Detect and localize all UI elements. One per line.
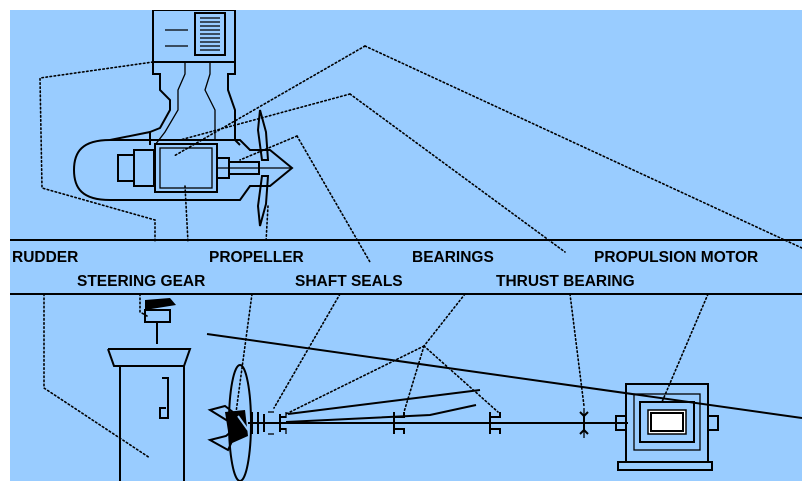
label-rudder: RUDDER <box>12 249 78 266</box>
leader-bearings-stem <box>423 293 466 347</box>
label-steering-gear: STEERING GEAR <box>77 273 205 290</box>
leader-shaft-seals-top <box>296 135 371 263</box>
shaft-bearing-2 <box>393 412 405 434</box>
leader-thrust-to-pod <box>179 93 351 141</box>
label-bearings: BEARINGS <box>412 249 494 266</box>
label-band-frame <box>10 239 802 295</box>
leader-lines <box>39 45 802 459</box>
pod-propeller <box>256 109 270 227</box>
propulsion-motor-unit <box>615 383 719 471</box>
label-thrust-bearing: THRUST BEARING <box>496 273 635 290</box>
shaft-bearing-3 <box>489 412 501 434</box>
leader-bearings-2 <box>403 345 425 413</box>
leader-propulsion-motor-bottom <box>661 293 709 403</box>
bottom-shaft-seals <box>251 411 274 435</box>
leader-propulsion-motor-top <box>364 45 802 249</box>
leader-propeller-bottom <box>234 293 253 421</box>
leader-bearings-3 <box>423 345 499 413</box>
bottom-rudder <box>107 348 192 481</box>
stern-hull-lines <box>206 333 802 423</box>
leader-motor-to-pod <box>173 45 366 157</box>
leader-thrust-bearing-top <box>349 93 566 253</box>
label-propeller: PROPELLER <box>209 249 304 266</box>
bottom-steering-gear <box>144 298 176 344</box>
leader-rudder-bottom <box>43 293 151 459</box>
label-propulsion-motor: PROPULSION MOTOR <box>594 249 758 266</box>
pod-body <box>72 139 294 201</box>
conventional-shaftline-drawing <box>107 298 802 481</box>
label-shaft-seals: SHAFT SEALS <box>295 273 403 290</box>
pod-propulsor-drawing <box>72 10 294 227</box>
ship-propulsion-diagram: RUDDER PROPELLER BEARINGS PROPULSION MOT… <box>10 10 802 481</box>
pod-steering-housing <box>152 10 236 63</box>
leader-pod-lower <box>184 185 189 243</box>
leader-bearings-1 <box>285 345 425 415</box>
leader-propeller-top <box>265 205 269 243</box>
leader-seals-to-pod <box>239 135 298 161</box>
leader-steering-gear-top <box>39 61 156 243</box>
shaft-bearing-1 <box>279 412 287 434</box>
label-band: RUDDER PROPELLER BEARINGS PROPULSION MOT… <box>10 239 802 295</box>
diagram-canvas: RUDDER PROPELLER BEARINGS PROPULSION MOT… <box>10 10 802 481</box>
leader-thrust-bearing-bottom <box>569 293 585 407</box>
thrust-bearing-unit <box>579 408 589 438</box>
leader-shaft-seals-bottom <box>273 293 341 409</box>
leader-steering-gear-bottom <box>139 293 148 317</box>
